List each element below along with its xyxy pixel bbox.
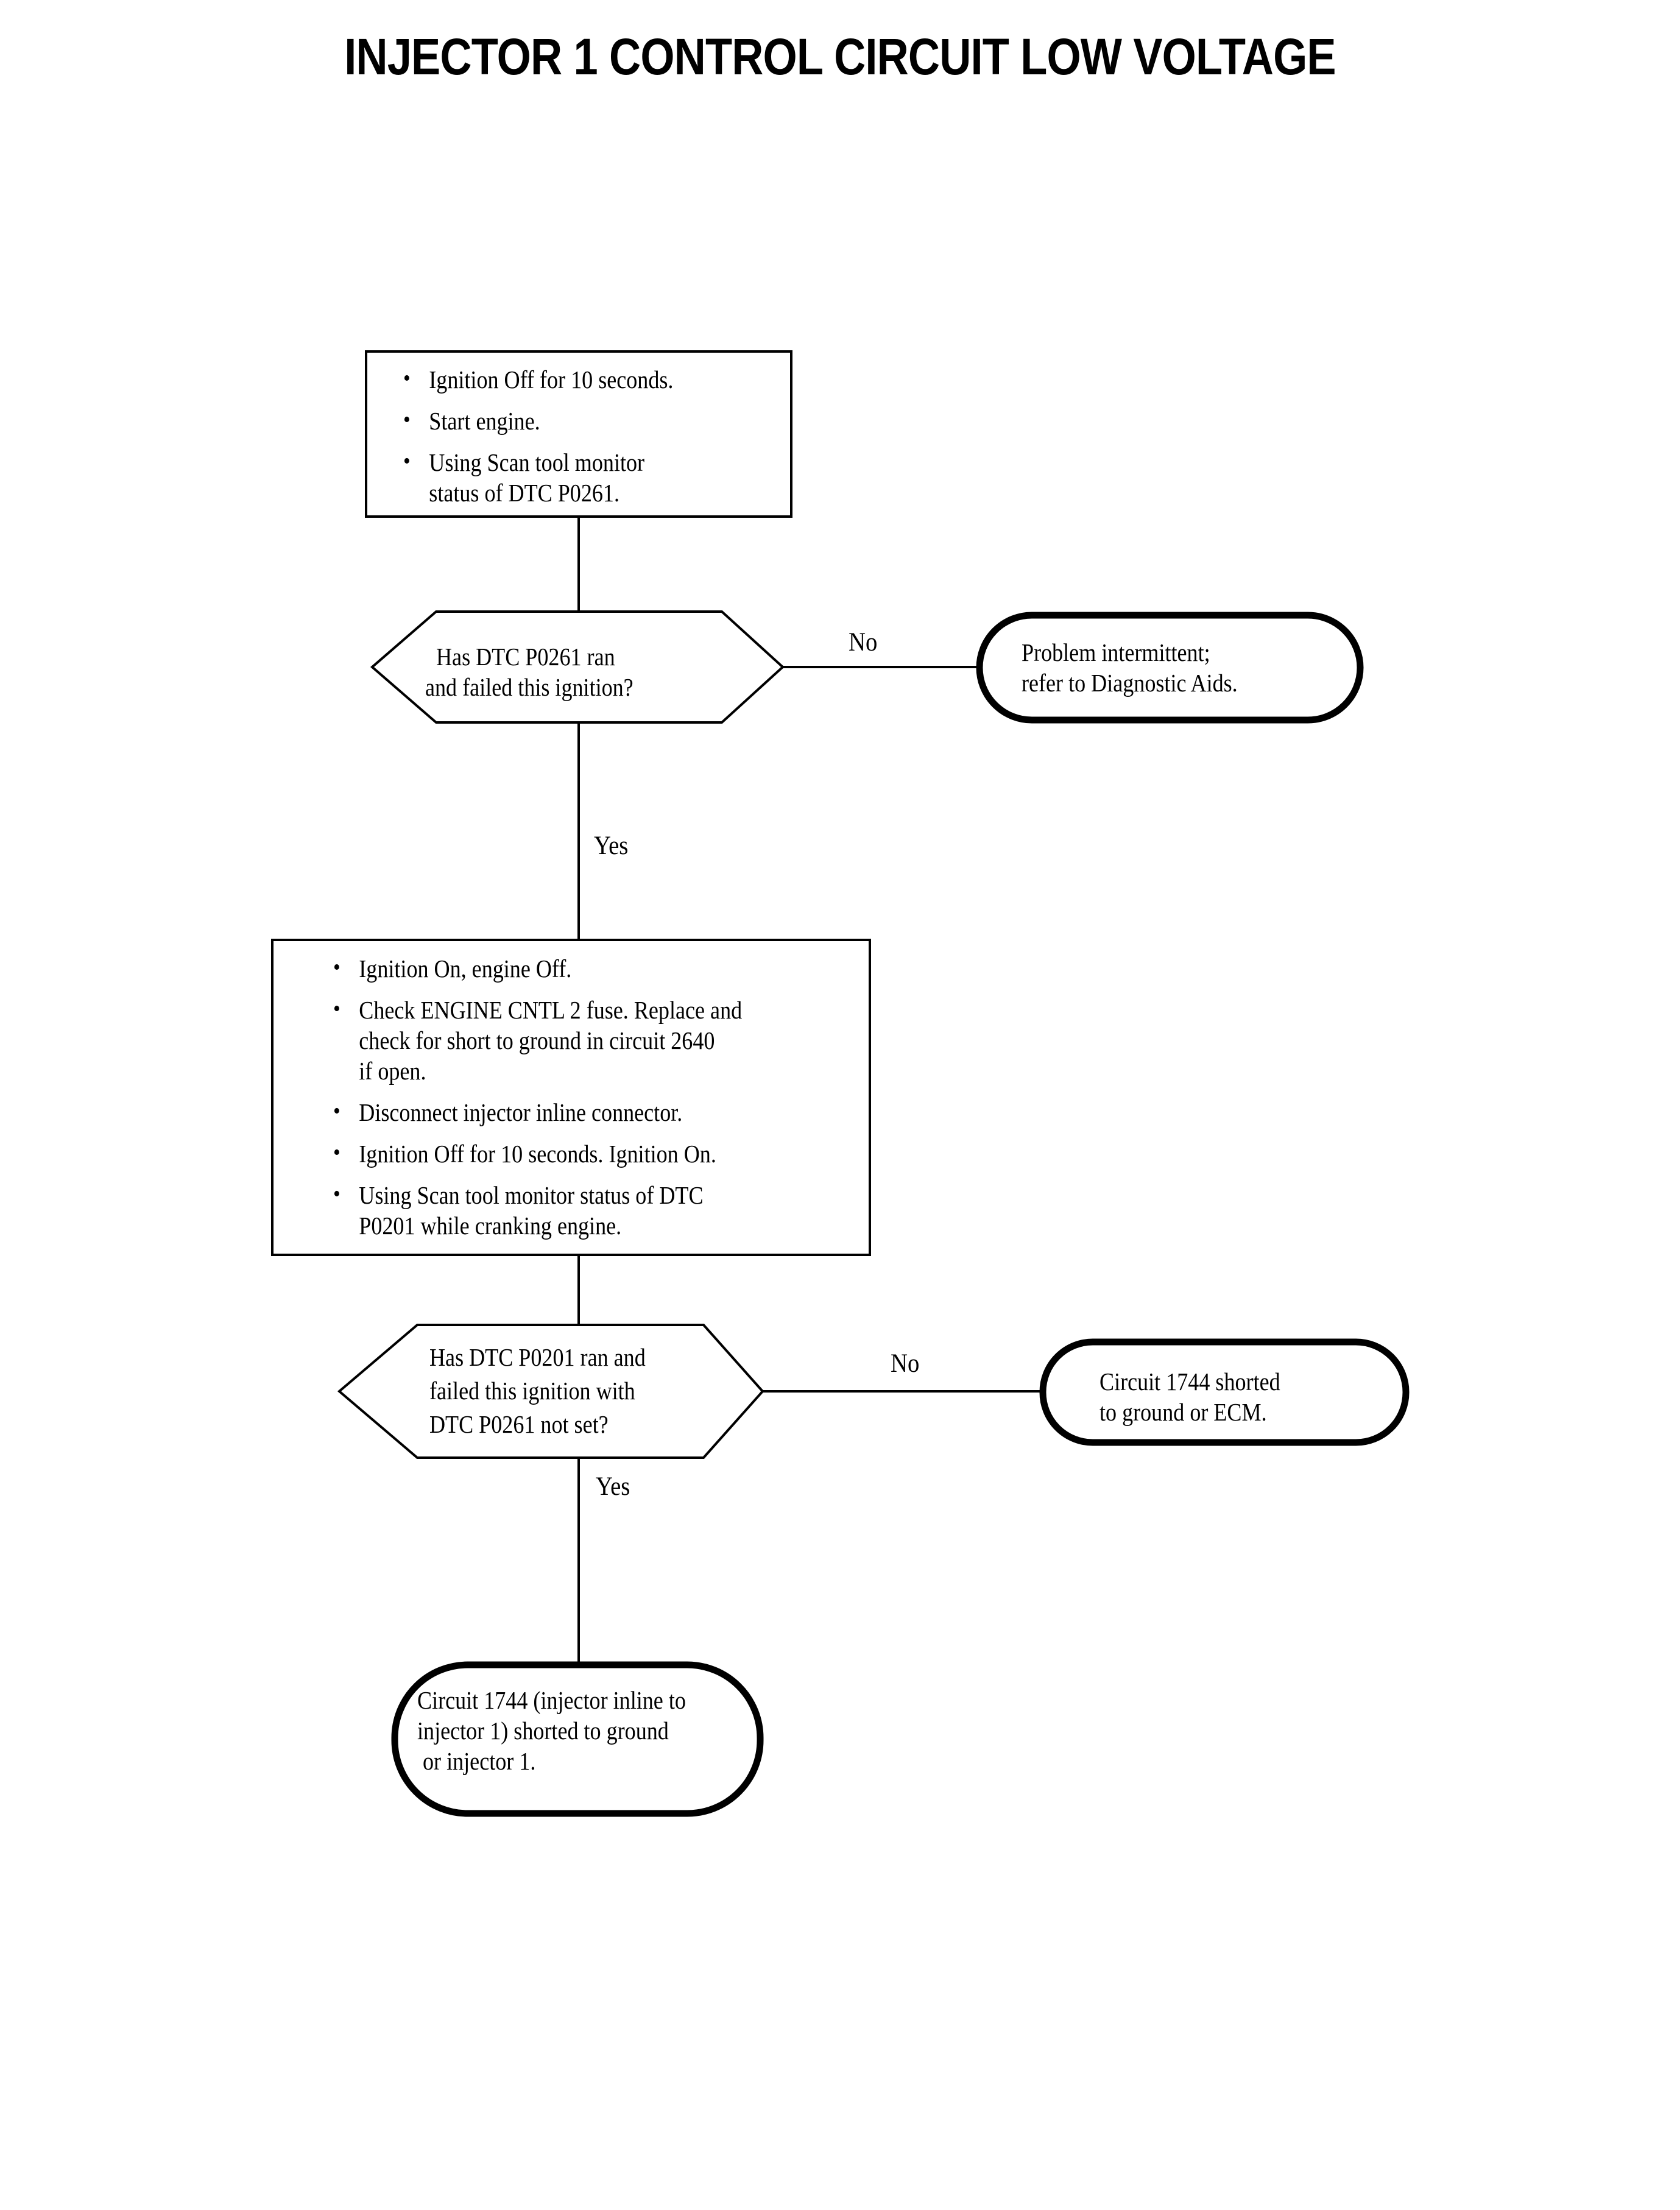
node-result-2-line-1: Circuit 1744 shorted [1099,1368,1280,1396]
node-result-3-line-3: or injector 1. [417,1747,536,1775]
node-decision-1[interactable] [370,610,785,724]
node-decision-2-line-1: Has DTC P0201 ran and [429,1343,646,1371]
node-decision-2[interactable] [337,1324,764,1459]
node-result-3[interactable] [391,1661,764,1817]
list-item: Ignition Off for 10 seconds. [399,363,774,395]
node-step-2-list: Ignition On, engine Off. Check ENGINE CN… [329,952,854,1252]
edge-label-decision1-yes: Yes [594,831,629,860]
list-item: Check ENGINE CNTL 2 fuse. Replace and ch… [329,994,854,1086]
list-item: Using Scan tool monitor status of DTC P0… [399,446,774,508]
node-result-2[interactable] [1039,1338,1410,1446]
node-decision-2-line-3: DTC P0261 not set? [429,1410,609,1438]
list-item: Start engine. [399,404,774,436]
node-result-1-line-1: Problem intermittent; [1022,638,1210,666]
node-result-3-line-2: injector 1) shorted to ground [417,1717,669,1745]
edge-label-decision2-no: No [891,1349,920,1378]
node-result-1-line-2: refer to Diagnostic Aids. [1022,669,1238,697]
list-item: Using Scan tool monitor status of DTC P0… [329,1179,854,1241]
page-title: INJECTOR 1 CONTROL CIRCUIT LOW VOLTAGE [344,28,1336,85]
node-decision-2-line-2: failed this ignition with [429,1377,635,1405]
node-result-3-line-1: Circuit 1744 (injector inline to [417,1686,686,1714]
node-result-2-line-2: to ground or ECM. [1099,1398,1267,1426]
list-item: Ignition On, engine Off. [329,952,854,984]
list-item: Disconnect injector inline connector. [329,1096,854,1128]
node-step-1-list: Ignition Off for 10 seconds. Start engin… [399,363,774,519]
node-decision-1-line-1: Has DTC P0261 ran [436,643,615,671]
node-result-1[interactable] [976,612,1364,724]
node-decision-1-line-2: and failed this ignition? [425,673,634,701]
edge-label-decision2-yes: Yes [596,1472,630,1501]
edge-label-decision1-no: No [849,628,878,657]
list-item: Ignition Off for 10 seconds. Ignition On… [329,1137,854,1169]
